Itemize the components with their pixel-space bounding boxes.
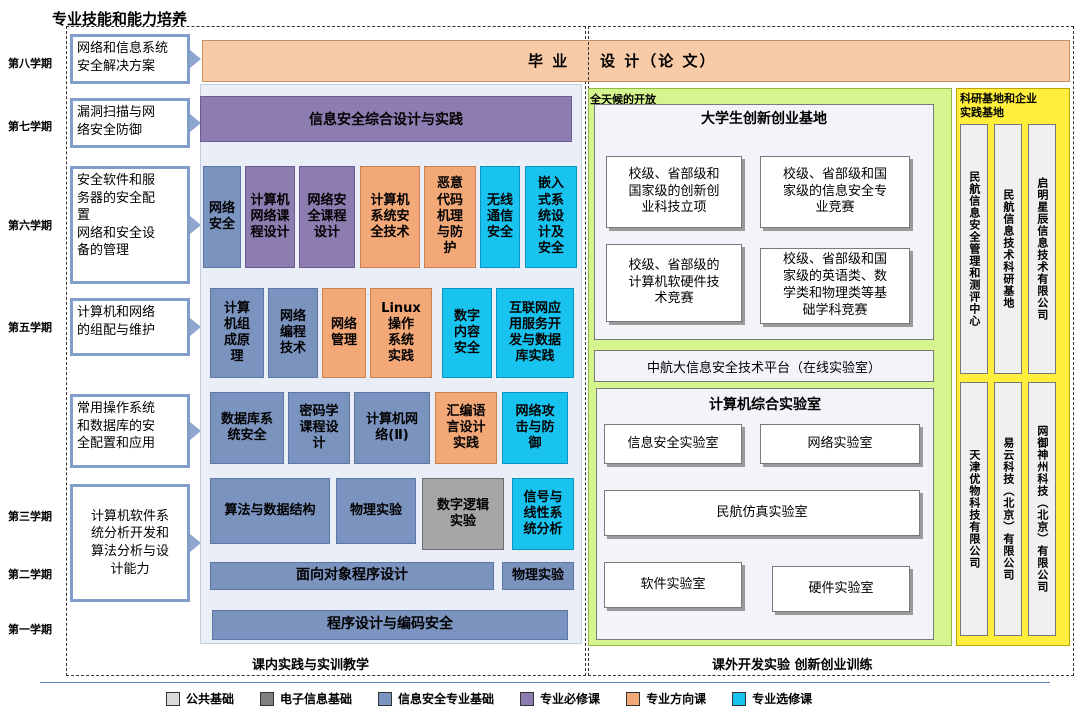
course: 网络 安全 [203, 166, 241, 268]
course: 网络安 全课程 设计 [299, 166, 355, 268]
in-class-frame [66, 26, 586, 676]
skill-box: 常用操作系统 和数据库的安 全配置和应用 [70, 394, 190, 468]
legend-item: 专业必修课 [520, 690, 600, 707]
legend-item: 专业选修课 [732, 690, 812, 707]
base-item: 校级、省部级和国 家级的英语类、数 学类和物理类等基 础学科竞赛 [760, 248, 910, 324]
legend-separator [40, 682, 1050, 683]
research-item-label: 民航信息安全管理和测评中心 [967, 171, 981, 327]
course-infosec-design: 信息安全综合设计与实践 [200, 96, 572, 142]
course: 算法与数据结构 [210, 478, 330, 544]
semester-6: 第六学期 [8, 219, 52, 232]
course: 物理实验 [502, 562, 574, 590]
research-item-label: 网御神州科技（北京）有限公司 [1035, 425, 1049, 593]
arrow-right-icon [190, 114, 201, 132]
lab-box: 信息安全实验室 [604, 424, 742, 464]
legend-label: 专业方向课 [646, 692, 707, 706]
legend-swatch [626, 691, 641, 706]
research-item: 天津优物科技有限公司 [960, 382, 988, 636]
research-item-label: 启明星辰信息技术有限公司 [1035, 177, 1049, 321]
footer-extracurricular: 课外开发实验 创新创业训练 [712, 658, 873, 673]
legend-item: 电子信息基础 [260, 690, 352, 707]
course: 网络攻 击与防 御 [502, 392, 568, 464]
arrow-right-icon [190, 422, 201, 440]
course: 无线 通信 安全 [480, 166, 520, 268]
skill-box: 计算机和网络 的组配与维护 [70, 298, 190, 356]
graduation-label-right: 设 计（论 文） [600, 52, 717, 70]
allday-label: 全天候的开放 [590, 93, 656, 106]
graduation-label-left: 毕 业 [528, 52, 570, 70]
semester-2: 第二学期 [8, 568, 52, 581]
course: 网络 编程 技术 [268, 288, 318, 378]
research-item: 易云科技（北京）有限公司 [994, 382, 1022, 636]
legend-swatch [260, 691, 275, 706]
legend-swatch [732, 691, 747, 706]
lab-box: 硬件实验室 [772, 566, 910, 612]
legend-item: 公共基础 [166, 690, 234, 707]
course: 程序设计与编码安全 [212, 610, 568, 640]
research-item: 民航信息技术科研基地 [994, 124, 1022, 374]
skill-box: 漏洞扫描与网 络安全防御 [70, 98, 190, 148]
semester-1: 第一学期 [8, 623, 52, 636]
semester-8: 第八学期 [8, 57, 52, 70]
arrow-right-icon [190, 534, 201, 552]
legend: 公共基础 电子信息基础 信息安全专业基础 专业必修课 专业方向课 专业选修课 [166, 690, 812, 707]
course: 信号与 线性系 统分析 [512, 478, 574, 550]
legend-label: 电子信息基础 [280, 692, 353, 706]
lab-box: 网络实验室 [760, 424, 920, 464]
course: 物理实验 [336, 478, 416, 544]
legend-label: 专业选修课 [752, 692, 813, 706]
course: 面向对象程序设计 [210, 562, 494, 590]
platform-box: 中航大信息安全技术平台（在线实验室） [594, 350, 934, 382]
skill-box: 安全软件和服 务器的安全配 置 网络和安全设 备的管理 [70, 166, 190, 284]
course: Linux 操作 系统 实践 [370, 288, 432, 378]
research-item: 民航信息安全管理和测评中心 [960, 124, 988, 374]
semester-5: 第五学期 [8, 321, 52, 334]
course: 数字逻辑 实验 [422, 478, 504, 550]
arrow-right-icon [190, 318, 201, 336]
research-item-label: 易云科技（北京）有限公司 [1001, 437, 1015, 581]
legend-item: 专业方向课 [626, 690, 706, 707]
innovation-base-title: 大学生创新创业基地 [701, 111, 827, 127]
semester-3: 第三学期 [8, 510, 52, 523]
research-item-label: 民航信息技术科研基地 [1001, 189, 1015, 309]
divider [588, 42, 589, 80]
course: 网络 管理 [322, 288, 366, 378]
course: 数字 内容 安全 [442, 288, 492, 378]
lab-box: 民航仿真实验室 [604, 490, 920, 536]
course: 汇编语 言设计 实践 [435, 392, 497, 464]
research-title: 科研基地和企业 实践基地 [960, 92, 1037, 119]
course: 嵌入 式系 统设 计及 安全 [525, 166, 577, 268]
course: 计算 机组 成原 理 [210, 288, 264, 378]
legend-item: 信息安全专业基础 [378, 690, 494, 707]
graduation-bar [202, 40, 1070, 82]
base-item: 校级、省部级和国 家级的信息安全专 业竞赛 [760, 156, 910, 228]
course: 计算机 系统安 全技术 [360, 166, 420, 268]
semester-7: 第七学期 [8, 120, 52, 133]
arrow-right-icon [190, 50, 201, 68]
research-item: 网御神州科技（北京）有限公司 [1028, 382, 1056, 636]
legend-label: 专业必修课 [540, 692, 601, 706]
course: 计算机 网络课 程设计 [245, 166, 295, 268]
course: 数据库系 统安全 [210, 392, 284, 464]
legend-label: 信息安全专业基础 [398, 692, 495, 706]
course: 计算机网 络(Ⅱ) [354, 392, 430, 464]
course: 密码学 课程设 计 [288, 392, 350, 464]
lab-title: 计算机综合实验室 [709, 397, 821, 413]
research-item: 启明星辰信息技术有限公司 [1028, 124, 1056, 374]
legend-label: 公共基础 [186, 692, 235, 706]
diagram-title: 专业技能和能力培养 [52, 10, 188, 28]
course: 互联网应 用服务开 发与数据 库实践 [496, 288, 574, 378]
skill-box: 网络和信息系统 安全解决方案 [70, 34, 190, 84]
footer-in-class: 课内实践与实训教学 [252, 658, 370, 673]
skill-box: 计算机软件系 统分析开发和 算法分析与设 计能力 [70, 484, 190, 602]
base-item: 校级、省部级的 计算机软硬件技 术竞赛 [606, 244, 742, 322]
legend-swatch [520, 691, 535, 706]
legend-swatch [378, 691, 393, 706]
lab-box: 软件实验室 [604, 562, 742, 608]
legend-swatch [166, 691, 180, 706]
research-item-label: 天津优物科技有限公司 [967, 449, 981, 569]
course: 恶意 代码 机理 与防 护 [424, 166, 476, 268]
base-item: 校级、省部级和 国家级的创新创 业科技立项 [606, 156, 742, 228]
arrow-right-icon [190, 216, 201, 234]
